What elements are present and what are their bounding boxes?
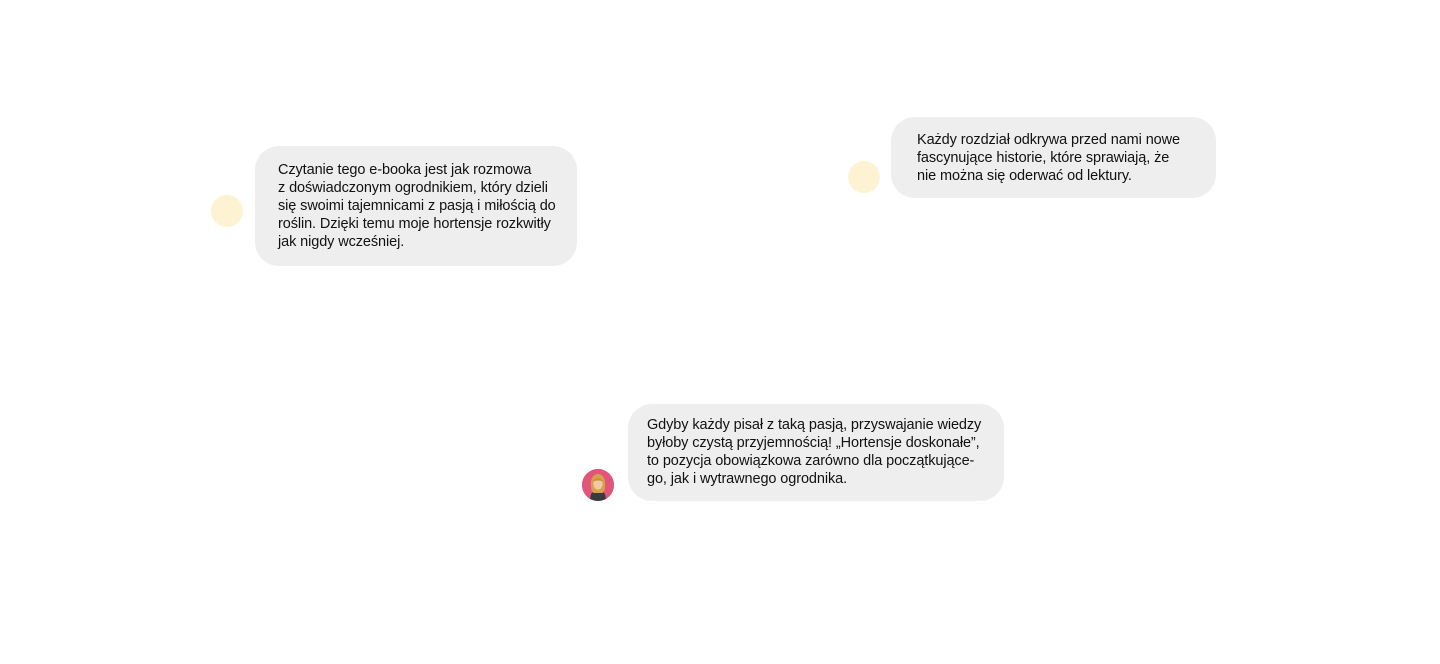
user-photo-icon — [582, 469, 614, 501]
avatar-placeholder — [211, 195, 243, 227]
testimonial-text: Każdy rozdział odkrywa przed nami nowe f… — [917, 132, 1180, 184]
testimonial-text: Gdyby każdy pisał z taką pasją, przyswaj… — [647, 417, 982, 487]
speech-bubble: Czytanie tego e-booka jest jak rozmowa z… — [255, 146, 577, 266]
speech-bubble: Gdyby każdy pisał z taką pasją, przyswaj… — [628, 404, 1004, 501]
speech-bubble: Każdy rozdział odkrywa przed nami nowe f… — [891, 117, 1216, 198]
avatar-placeholder — [848, 161, 880, 193]
testimonial-text: Czytanie tego e-booka jest jak rozmowa z… — [278, 162, 556, 250]
avatar — [582, 469, 614, 501]
